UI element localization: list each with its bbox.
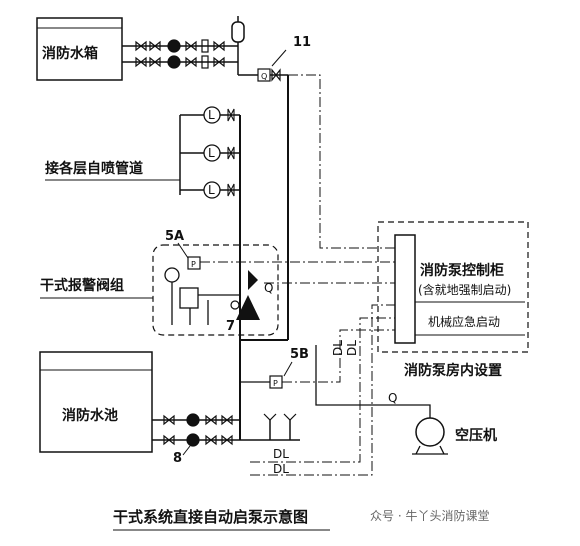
- fire-pool: 消防水池: [39, 351, 153, 453]
- svg-text:DL: DL: [273, 447, 289, 461]
- pressure-gauge-icon: [164, 267, 180, 283]
- svg-text:Q: Q: [388, 391, 397, 405]
- svg-text:L: L: [208, 146, 215, 160]
- svg-text:Q: Q: [264, 281, 273, 295]
- svg-text:DL: DL: [273, 462, 289, 476]
- gate-valve-icon: [221, 434, 233, 446]
- fire-pool-label: 消防水池: [62, 407, 118, 424]
- signal-lines: [200, 74, 395, 476]
- pressure-switch-5b: 5B P: [240, 347, 309, 389]
- air-compressor-label: 空压机: [455, 427, 497, 444]
- main-riser: [239, 75, 289, 440]
- pressure-vessel: [231, 16, 245, 43]
- gate-valve-icon: [213, 56, 225, 68]
- dry-valve-icon: [236, 295, 260, 320]
- flow-switch-11: 11 Q: [257, 35, 311, 82]
- svg-text:DL: DL: [345, 340, 359, 356]
- gate-valve-icon: [163, 414, 175, 426]
- diagram-caption: 干式系统直接自动启泵示意图: [113, 508, 308, 526]
- gate-valve-icon: [213, 40, 225, 52]
- valve-icon: [227, 108, 235, 122]
- svg-text:L: L: [208, 108, 215, 122]
- pumper-connector-icon: [283, 413, 297, 421]
- check-valve-icon: [205, 414, 217, 426]
- valve-icon: [227, 146, 235, 160]
- pump-cabinet-label: 消防泵控制柜: [420, 262, 504, 279]
- svg-text:L: L: [208, 183, 215, 197]
- label-11: 11: [293, 35, 311, 50]
- label-5a: 5A: [165, 229, 184, 244]
- gate-valve-icon: [149, 56, 161, 68]
- check-valve-icon: [185, 56, 197, 68]
- svg-text:P: P: [273, 379, 278, 388]
- label-7: 7: [226, 319, 235, 334]
- fire-tank: 消防水箱: [36, 17, 123, 81]
- pumper-connector-icon: [263, 413, 277, 421]
- check-valve-icon: [205, 434, 217, 446]
- fire-pump-fittings: [163, 413, 297, 447]
- pump-icon: [167, 39, 181, 53]
- sprinkler-floors-label: 接各层自喷管道: [45, 160, 143, 177]
- dry-alarm-valve-group: 干式报警阀组 5A P Q 7: [40, 229, 279, 336]
- pressure-vessel-icon: [231, 21, 245, 43]
- label-5b: 5B: [290, 347, 309, 362]
- flexible-joint-icon: [201, 55, 209, 69]
- sprinkler-label-group: 接各层自喷管道: [45, 160, 180, 181]
- air-compressor-icon: [415, 417, 445, 447]
- level-gauge-icon: [203, 181, 221, 199]
- alarm-valve-icon: [248, 270, 258, 290]
- gate-valve-icon: [163, 434, 175, 446]
- valve-icon: [227, 183, 235, 197]
- fire-tank-label: 消防水箱: [42, 45, 98, 62]
- svg-text:Q: Q: [261, 72, 267, 81]
- mech-emergency-label: 机械应急启动: [428, 314, 500, 329]
- pressure-switch-icon: [187, 256, 201, 270]
- gate-valve-icon: [135, 40, 147, 52]
- pump-cabinet-note: (含就地强制启动): [418, 282, 511, 297]
- pump-room-box: 消防泵控制柜 (含就地强制启动) 机械应急启动 消防泵房内设置: [377, 221, 529, 379]
- gate-valve-icon: [149, 40, 161, 52]
- svg-text:P: P: [191, 260, 196, 269]
- pump-room-label: 消防泵房内设置: [404, 362, 502, 379]
- pump-icon: [167, 55, 181, 69]
- watermark: 众号 · 牛丫头消防课堂: [370, 508, 489, 523]
- label-8: 8: [173, 451, 182, 466]
- gate-valve-icon: [221, 414, 233, 426]
- level-gauge-icon: [203, 106, 221, 124]
- pump-icon: [186, 413, 200, 427]
- level-gauge-icon: [203, 144, 221, 162]
- tank-valves: [135, 39, 225, 69]
- pump-icon: [186, 433, 200, 447]
- drain-icon: [230, 300, 240, 310]
- flexible-joint-icon: [201, 39, 209, 53]
- check-valve-icon: [271, 68, 281, 82]
- accelerator-icon: [179, 287, 199, 309]
- svg-text:DL: DL: [331, 340, 345, 356]
- sprinkler-devices: L L L: [203, 106, 235, 199]
- air-compressor: Q 空压机: [315, 345, 497, 455]
- gate-valve-icon: [135, 56, 147, 68]
- dry-alarm-valve-label: 干式报警阀组: [40, 277, 124, 294]
- check-valve-icon: [185, 40, 197, 52]
